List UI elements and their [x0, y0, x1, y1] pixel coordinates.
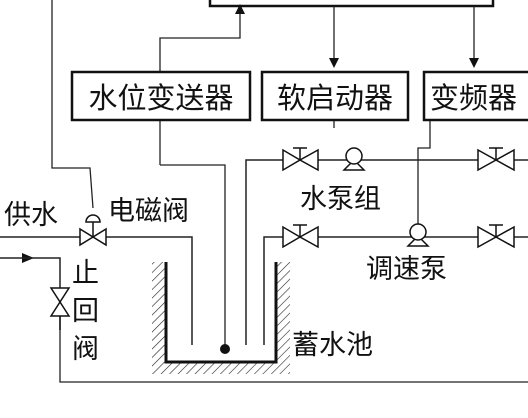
- pump-group-valves: [282, 147, 515, 172]
- check-valve-label-1: 止: [72, 258, 99, 289]
- inverter-box: 变频器: [422, 70, 528, 122]
- solenoid-valve-icon: [79, 214, 107, 247]
- check-valve-label-2: 回: [72, 296, 99, 327]
- level-transmitter-label: 水位变送器: [88, 81, 233, 115]
- soft-starter-label: 软启动器: [277, 81, 393, 115]
- level-transmitter-box: 水位变送器: [70, 70, 252, 122]
- pipes: [0, 159, 528, 345]
- level-sensor: [220, 344, 230, 354]
- inverter-label: 变频器: [430, 81, 517, 115]
- check-valve-icon: [49, 287, 71, 330]
- reservoir: [152, 262, 290, 374]
- speed-pump-valves: [282, 224, 515, 249]
- arrows: [22, 4, 479, 263]
- check-valve-label-3: 阀: [72, 334, 99, 365]
- speed-pump-icon: [406, 223, 430, 247]
- reservoir-label: 蓄水池: [292, 330, 373, 361]
- speed-pump-label: 调速泵: [366, 254, 447, 285]
- controller-box: [208, 0, 495, 8]
- pump-icon: [342, 147, 366, 171]
- pump-group-label: 水泵组: [300, 184, 381, 215]
- soft-starter-box: 软启动器: [260, 70, 410, 122]
- supply-water-label: 供水: [4, 200, 58, 231]
- solenoid-valve-label: 电磁阀: [108, 196, 189, 227]
